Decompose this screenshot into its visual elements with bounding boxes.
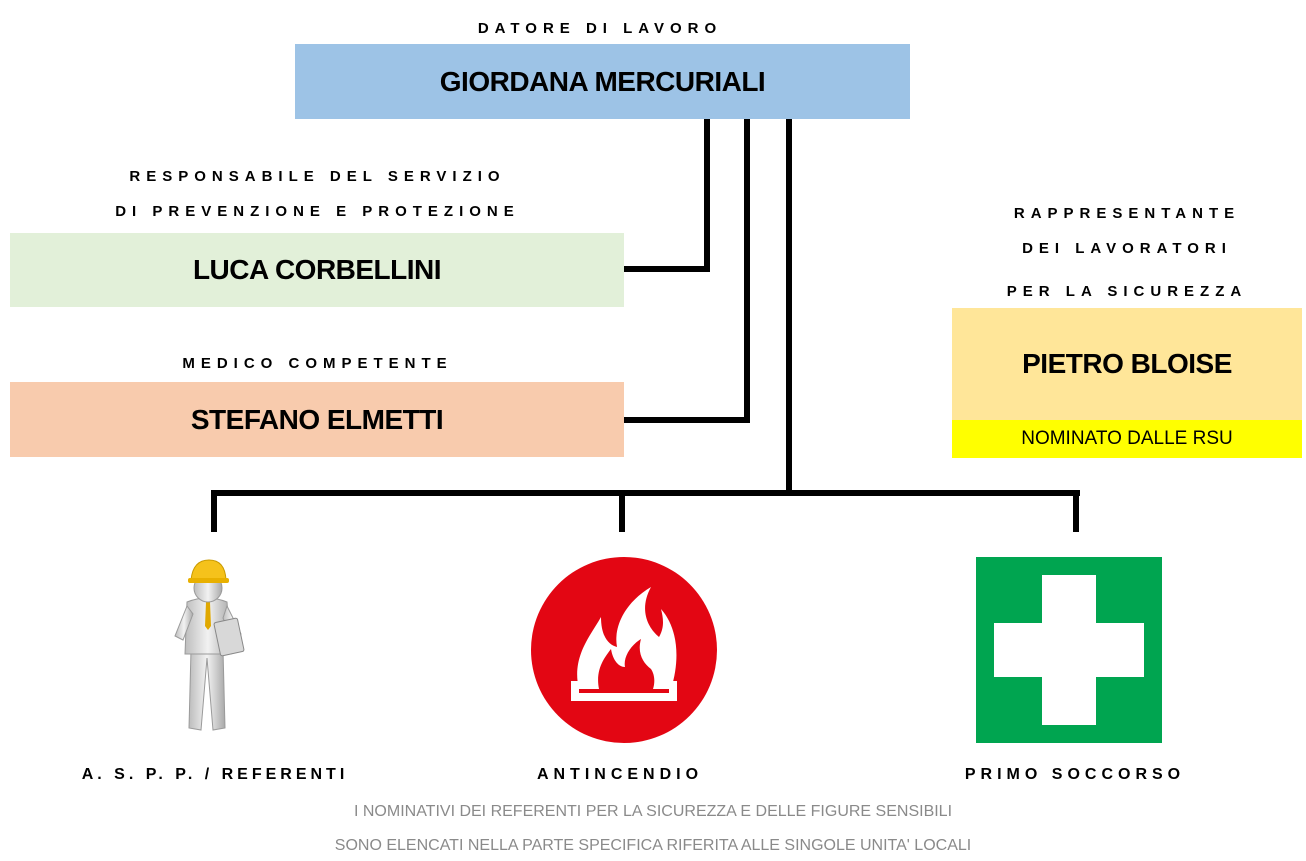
rls-title-line3: PER LA SICUREZZA	[1006, 283, 1248, 300]
rspp-box: LUCA CORBELLINI	[10, 233, 624, 307]
connector-branch-left	[211, 490, 217, 532]
footer-line1: I NOMINATIVI DEI REFERENTI PER LA SICURE…	[353, 803, 953, 820]
branch-label-antincendio: ANTINCENDIO	[536, 766, 704, 783]
employer-box: GIORDANA MERCURIALI	[295, 44, 910, 119]
rspp-title-line2: DI PREVENZIONE E PROTEZIONE	[115, 203, 520, 220]
rls-name: PIETRO BLOISE	[1022, 348, 1232, 379]
safety-worker-icon	[174, 559, 245, 731]
rls-note: NOMINATO DALLE RSU	[1021, 428, 1233, 449]
doctor-box: STEFANO ELMETTI	[10, 382, 624, 457]
connector-branch-bar	[211, 490, 1080, 496]
rspp-title-line1: RESPONSABILE DEL SERVIZIO	[129, 168, 506, 185]
footer-line2: SONO ELENCATI NELLA PARTE SPECIFICA RIFE…	[334, 837, 972, 854]
connector-employer-trunk	[786, 119, 792, 496]
connector-employer-doctor-horizontal	[624, 417, 750, 423]
fire-icon	[531, 557, 717, 743]
branch-label-primo-soccorso: PRIMO SOCCORSO	[964, 766, 1186, 783]
employer-name: GIORDANA MERCURIALI	[439, 65, 766, 97]
rspp-name: LUCA CORBELLINI	[192, 254, 442, 285]
rls-note-box: NOMINATO DALLE RSU	[952, 420, 1302, 458]
connector-branch-center	[619, 490, 625, 532]
rls-title-line2: DEI LAVORATORI	[1022, 240, 1232, 257]
rls-title-line1: RAPPRESENTANTE	[1013, 205, 1241, 222]
first-aid-cross-icon	[976, 557, 1162, 743]
connector-branch-right	[1073, 490, 1079, 532]
connector-employer-rspp-vertical	[704, 119, 710, 272]
connector-employer-rspp-horizontal	[624, 266, 710, 272]
rls-box: PIETRO BLOISE	[952, 308, 1302, 420]
employer-title: DATORE DI LAVORO	[477, 20, 723, 37]
connector-employer-doctor-vertical	[744, 119, 750, 423]
doctor-title: MEDICO COMPETENTE	[182, 355, 453, 372]
branch-label-aspp: A. S. P. P. / REFERENTI	[81, 766, 349, 783]
doctor-name: STEFANO ELMETTI	[190, 403, 444, 435]
